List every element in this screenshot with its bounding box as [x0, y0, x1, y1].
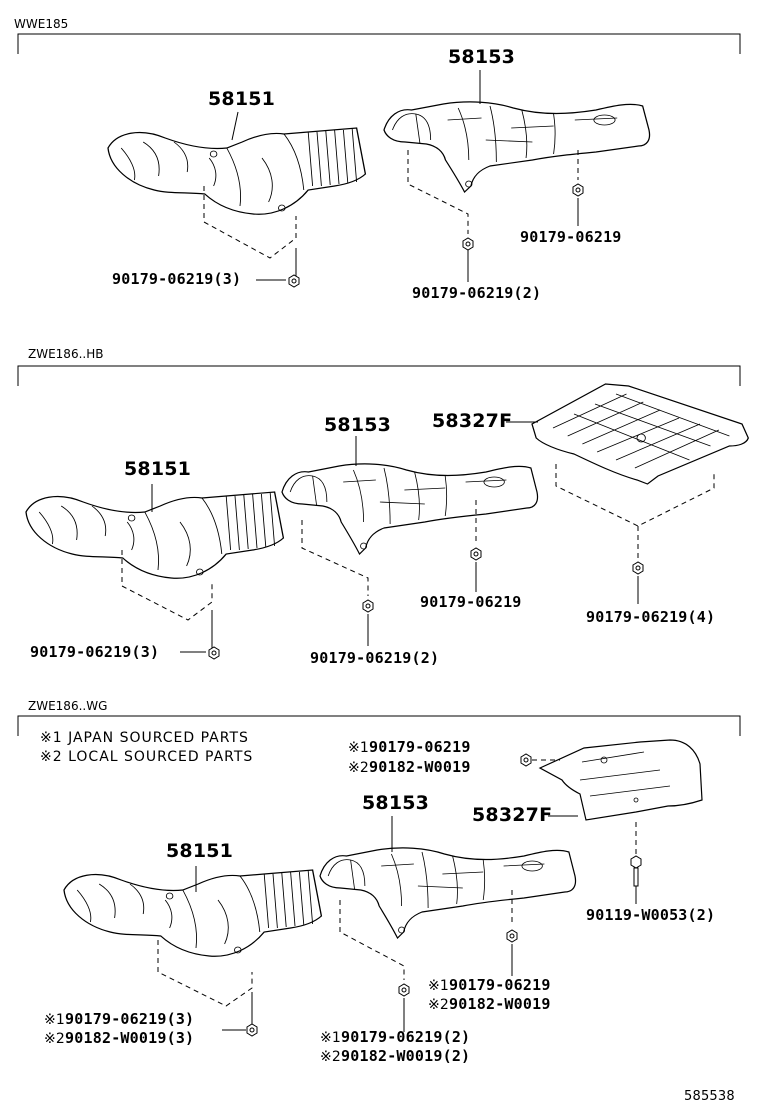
leaders-s3: [157, 753, 642, 1037]
note-local-sourced: ※2 LOCAL SOURCED PARTS: [40, 750, 253, 764]
part-label-58151[interactable]: 58151: [124, 458, 192, 480]
part-label-58151[interactable]: 58151: [208, 88, 276, 110]
note-text-2: LOCAL SOURCED PARTS: [68, 749, 254, 765]
part-label-58153[interactable]: 58153: [324, 414, 392, 436]
insulator-58151-s3: [63, 869, 323, 957]
part-label-58153[interactable]: 58153: [362, 792, 430, 814]
part-label-58327f[interactable]: 58327F: [432, 410, 513, 432]
fastener-label-58153a-local[interactable]: ※290182-W0019(2): [320, 1047, 471, 1065]
section-frame-1: [17, 33, 741, 54]
fastener-label-90179-06219-2[interactable]: 90179-06219(2): [412, 284, 542, 302]
part-label-58327f[interactable]: 58327F: [472, 804, 553, 826]
fastener-label-58153a-japan[interactable]: ※190179-06219(2): [320, 1028, 471, 1046]
section-frame-2: [17, 365, 741, 386]
insulator-58151-s2: [25, 491, 285, 579]
insulator-58327-s2: [531, 383, 749, 485]
note-mark-1: ※1: [40, 730, 63, 746]
fastener-label-58153b-japan[interactable]: ※190179-06219: [428, 976, 551, 994]
fastener-label-90179-06219-2[interactable]: 90179-06219(2): [310, 649, 440, 667]
figure-number: 585538: [684, 1089, 735, 1104]
part-label-58153[interactable]: 58153: [448, 46, 516, 68]
insulator-58153-s2: [281, 463, 539, 555]
fastener-label-90179-06219[interactable]: 90179-06219: [420, 593, 522, 611]
section-frame-3: [17, 715, 741, 736]
insulator-58153-s1: [383, 101, 651, 193]
insulator-58153-s3: [319, 847, 577, 939]
fastener-label-58151-local[interactable]: ※290182-W0019(3): [44, 1029, 195, 1047]
fastener-label-58327-local[interactable]: ※290182-W0019: [348, 758, 471, 776]
fastener-label-90179-06219[interactable]: 90179-06219: [520, 228, 622, 246]
note-japan-sourced: ※1 JAPAN SOURCED PARTS: [40, 731, 249, 745]
leaders-s1: [203, 70, 584, 288]
fastener-label-90179-06219-3[interactable]: 90179-06219(3): [30, 643, 160, 661]
fastener-label-90179-06219-3[interactable]: 90179-06219(3): [112, 270, 242, 288]
fastener-label-90119-w0053-2[interactable]: 90119-W0053(2): [586, 906, 716, 924]
section-code-2: ZWE186..HB: [28, 347, 104, 361]
fastener-label-58153b-local[interactable]: ※290182-W0019: [428, 995, 551, 1013]
section-code-3: ZWE186..WG: [28, 699, 108, 713]
insulator-58327-s3: [539, 739, 703, 821]
insulator-58151-s1: [107, 127, 367, 215]
note-mark-2: ※2: [40, 749, 63, 765]
part-label-58151[interactable]: 58151: [166, 840, 234, 862]
section-code-1: WWE185: [14, 17, 69, 31]
fastener-label-90179-06219-4[interactable]: 90179-06219(4): [586, 608, 716, 626]
note-text-1: JAPAN SOURCED PARTS: [68, 730, 249, 746]
leaders-s2: [121, 421, 715, 660]
fastener-label-58151-japan[interactable]: ※190179-06219(3): [44, 1010, 195, 1028]
fastener-label-58327-japan[interactable]: ※190179-06219: [348, 738, 471, 756]
